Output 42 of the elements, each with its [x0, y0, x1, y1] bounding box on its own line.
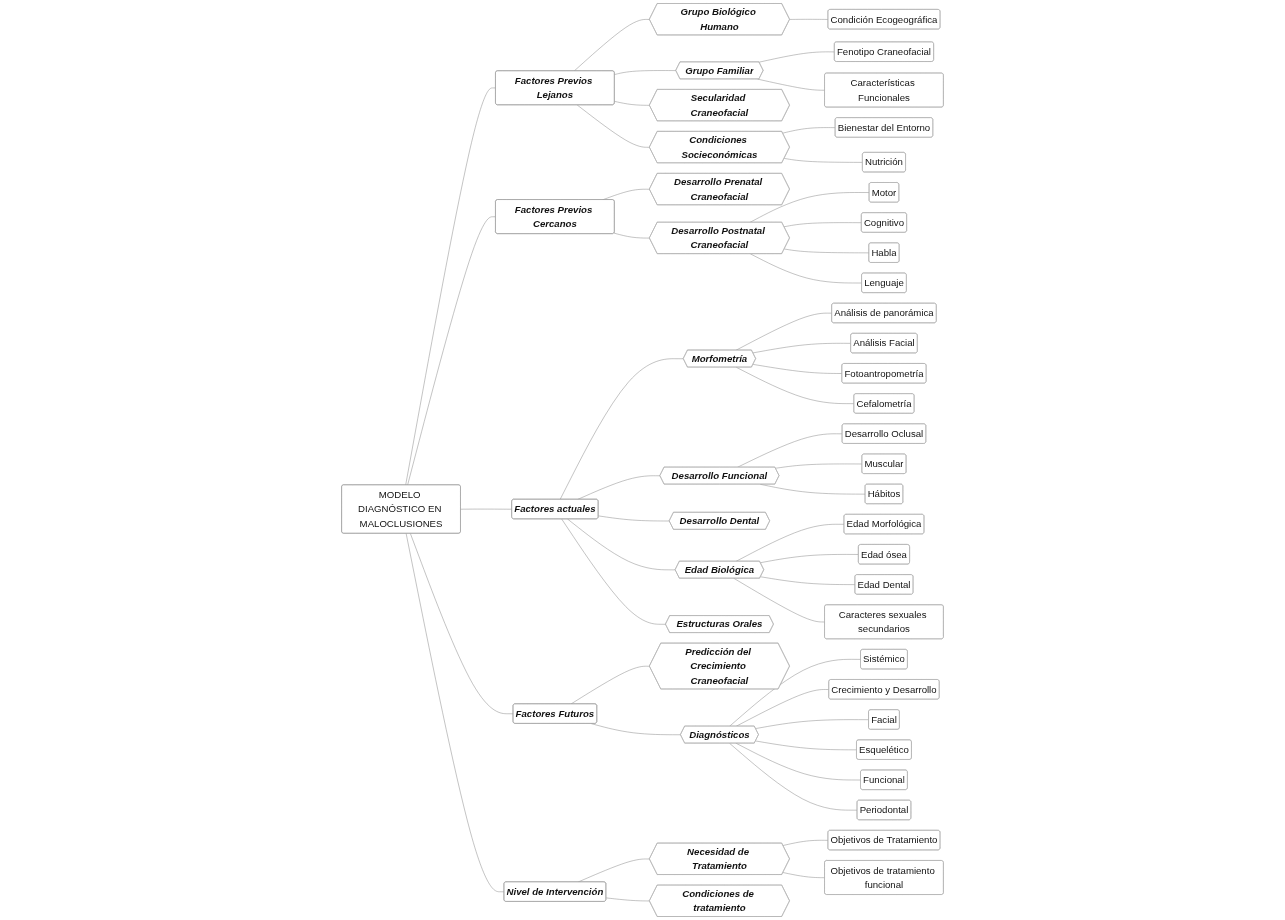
connector: [783, 222, 862, 227]
connector: [757, 78, 825, 91]
connector: [407, 216, 496, 486]
connector: [614, 70, 677, 75]
connector: [749, 192, 870, 223]
connector: [782, 840, 829, 846]
connector: [736, 367, 855, 404]
connector: [574, 19, 650, 72]
connector: [755, 719, 869, 729]
connector: [735, 312, 833, 351]
connector: [784, 248, 870, 254]
connector: [729, 659, 861, 727]
connector: [782, 872, 825, 878]
connector: [752, 364, 843, 374]
connector: [755, 740, 857, 751]
connector: [614, 101, 650, 106]
connector: [405, 533, 505, 893]
connector: [577, 104, 650, 148]
connector: [598, 515, 670, 522]
connector: [789, 19, 829, 20]
connector: [750, 253, 862, 284]
connector: [559, 358, 684, 500]
connector: [760, 554, 859, 563]
connector: [760, 576, 856, 585]
connector: [405, 87, 496, 486]
connector: [784, 158, 863, 163]
connector: [605, 897, 650, 902]
connector: [561, 518, 666, 625]
connector: [758, 51, 835, 63]
connector: [735, 524, 845, 562]
connector: [735, 689, 830, 727]
connector: [733, 578, 825, 623]
connector: [775, 463, 863, 469]
connector: [460, 508, 513, 510]
connector: [782, 127, 836, 134]
connector: [613, 232, 650, 239]
connector: [577, 475, 661, 500]
connector: [567, 518, 676, 571]
connector: [729, 743, 858, 811]
connector: [752, 343, 852, 354]
connector: [737, 433, 843, 468]
connector: [410, 533, 514, 714]
